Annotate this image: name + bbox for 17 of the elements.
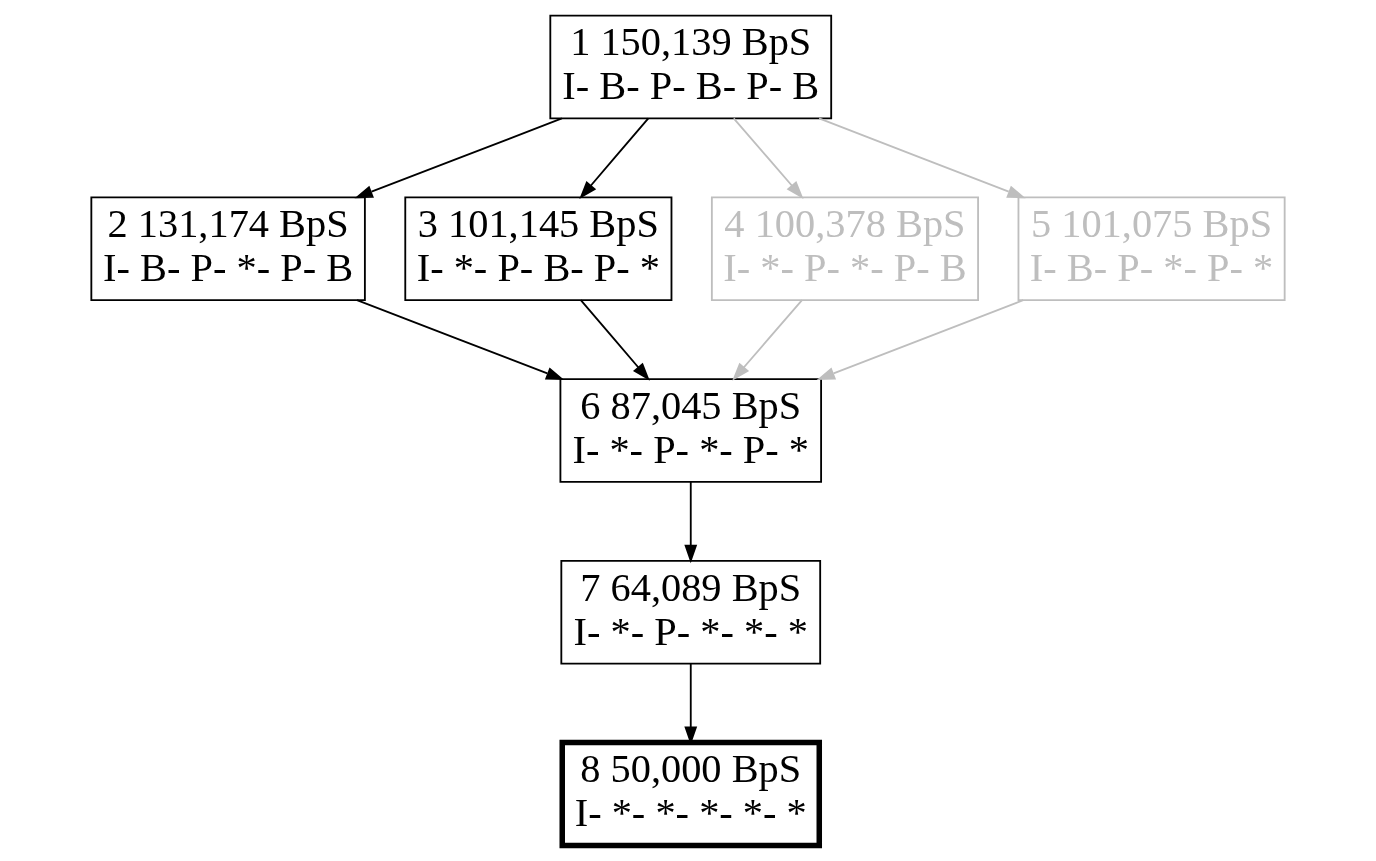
arrow	[684, 481, 698, 564]
node-box: 5 101,075 BpS I- B- P- *- P- *	[1017, 196, 1286, 302]
arrow	[732, 299, 803, 381]
node-box: 4 100,378 BpS I- *- P- *- P- B	[710, 196, 979, 302]
arrow	[816, 299, 1025, 381]
arrow	[579, 117, 650, 200]
node-box: 8 50,000 BpS I- *- *- *- *- *	[559, 739, 822, 849]
node-box: 3 101,145 BpS I- *- P- B- P- *	[404, 196, 673, 302]
node-box: 2 131,174 BpS I- B- P- *- P- B	[90, 196, 366, 302]
arrow	[579, 299, 650, 381]
node-box: 6 87,045 BpS I- *- P- *- P- *	[559, 378, 822, 483]
arrow	[732, 117, 804, 200]
arrow	[354, 117, 563, 199]
node-box: 1 150,139 BpS I- B- P- B- P- B	[549, 14, 833, 120]
node-box: 7 64,089 BpS I- *- P- *- *- *	[560, 559, 822, 665]
arrow	[356, 299, 565, 381]
arrow	[818, 117, 1026, 199]
